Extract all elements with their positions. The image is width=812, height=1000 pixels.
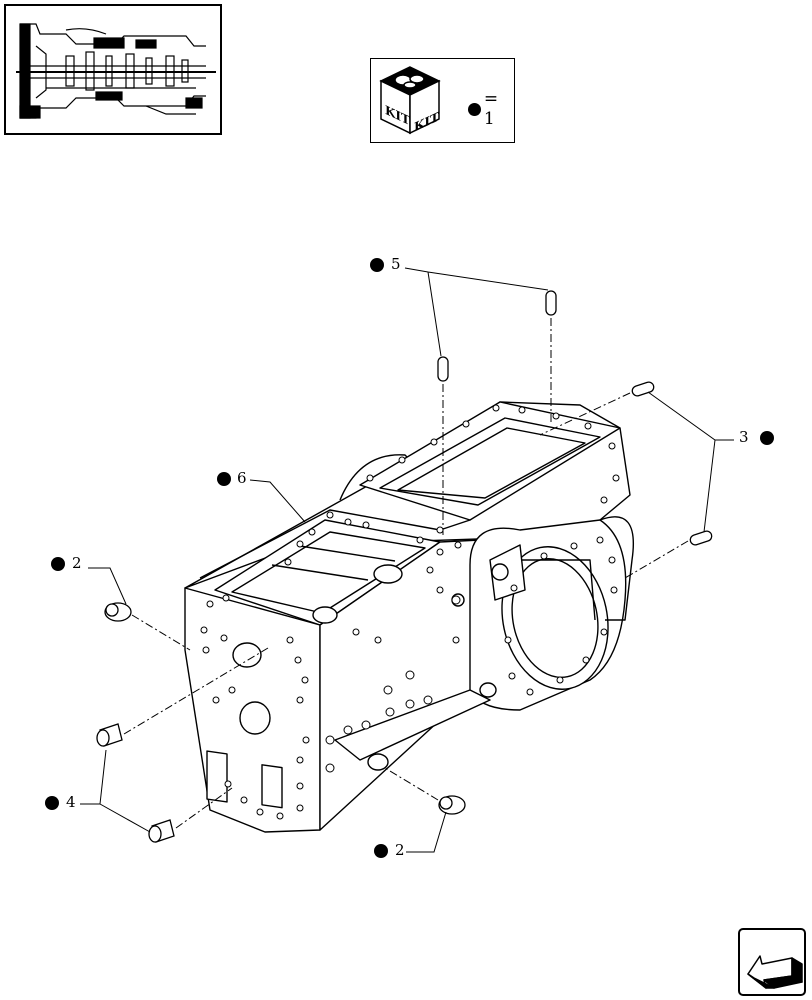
nav-arrow-button[interactable]	[738, 928, 806, 996]
kit-marker-5	[370, 258, 384, 272]
transmission-section-icon	[16, 23, 216, 119]
kit-marker-3	[760, 431, 774, 445]
kit-box-icon: KIT KIT	[379, 66, 441, 135]
transmission-thumbnail[interactable]	[4, 4, 222, 135]
callout-2-bottom[interactable]: 2	[395, 841, 405, 859]
arrow-nav-icon	[747, 955, 803, 989]
dowel-pins-5	[437, 290, 557, 382]
kit-equals-text: = 1	[483, 89, 499, 129]
kit-bullet-icon	[468, 102, 481, 116]
callout-5[interactable]: 5	[391, 255, 401, 273]
kit-marker-4	[45, 796, 59, 810]
callout-4[interactable]: 4	[66, 793, 76, 811]
kit-marker-2-bottom	[374, 844, 388, 858]
callout-6[interactable]: 6	[237, 469, 247, 487]
kit-marker-6	[217, 472, 231, 486]
kit-marker-2-left	[51, 557, 65, 571]
kit-legend-text: = 1	[468, 89, 514, 129]
callout-2-left[interactable]: 2	[72, 554, 82, 572]
callout-3[interactable]: 3	[739, 428, 749, 446]
kit-legend-box: KIT KIT = 1	[370, 58, 515, 143]
